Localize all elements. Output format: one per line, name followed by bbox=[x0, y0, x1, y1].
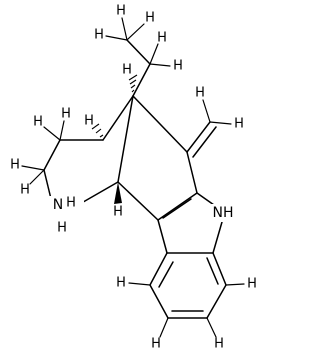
amine-n-label: N bbox=[53, 197, 63, 213]
bond-pyrrole-c2-n bbox=[196, 192, 215, 206]
indole-nh: NH bbox=[208, 204, 238, 222]
bond-benz-1-inner bbox=[158, 261, 174, 288]
bond-bridge-exo bbox=[132, 95, 188, 153]
bond-ethyl-ch3-ch2 bbox=[126, 39, 151, 65]
h-label-c5-stereo: H bbox=[113, 205, 123, 220]
bond-pyrrole-c2-c3 bbox=[157, 192, 198, 221]
bond-ring-n-c5 bbox=[77, 181, 119, 206]
bond-ethyl-ch2-bridge bbox=[132, 63, 151, 97]
bond-benz-4 bbox=[206, 284, 227, 319]
h-label-aromatic-bottom-right: H bbox=[214, 337, 224, 352]
bond-pyrrole-c2-c3-inner bbox=[162, 198, 192, 219]
h-label-aromatic-bottom-left: H bbox=[151, 337, 161, 352]
h-label-ring-a: H bbox=[33, 115, 43, 130]
bond-bridge-c5 bbox=[117, 95, 134, 183]
h-label-methyl-top: H bbox=[116, 4, 126, 19]
indole-nh-label: NH bbox=[213, 205, 234, 221]
bond-benz-5 bbox=[212, 252, 227, 286]
h-label-ch2-right: H bbox=[173, 59, 183, 74]
h-label-aromatic-left: H bbox=[116, 276, 126, 291]
h-label-ring-d: H bbox=[20, 183, 30, 198]
hydrogen-labels: H H H H H H H H H H H H H H H H H H H bbox=[10, 4, 257, 352]
stereo-bonds bbox=[91, 74, 138, 204]
h-label-c1-stereo: H bbox=[84, 114, 94, 129]
hydrogen-bonds bbox=[21, 17, 245, 338]
hashed-bond-c1-h bbox=[91, 123, 104, 138]
h-label-methylene-right: H bbox=[234, 117, 244, 132]
h-label-ring-b: H bbox=[61, 107, 71, 122]
h-label-bridge-stereo: H bbox=[122, 63, 132, 78]
hashed-bond-bridge-h bbox=[128, 74, 138, 93]
bond-c5-c3a bbox=[117, 181, 159, 221]
h-label-n-h: H bbox=[57, 221, 67, 236]
bond-exo-c7a bbox=[186, 151, 198, 194]
h-label-ring-c: H bbox=[10, 158, 20, 173]
bond-benz-1 bbox=[149, 252, 168, 286]
heteroatom-labels: N H NH bbox=[46, 196, 238, 222]
bond-exo-methylene-a bbox=[186, 121, 211, 153]
h-label-methyl-right: H bbox=[145, 11, 155, 26]
bond-pyrrole-n-c7a bbox=[212, 221, 223, 254]
bond-benz-2 bbox=[149, 284, 169, 319]
amine-nitrogen: N H bbox=[46, 196, 84, 214]
bond-pyrrole-c3-c3a bbox=[157, 219, 168, 254]
amine-h-overlap-label: H bbox=[66, 196, 76, 211]
bond-ring-c2-c3 bbox=[43, 139, 61, 171]
bond-benz-5-inner bbox=[206, 257, 219, 285]
molecule-structure-diagram: N H NH H H H H H H H H H H H H H H H H H… bbox=[10, 4, 257, 352]
bond-exo-methylene-b bbox=[192, 126, 217, 158]
bond-bridge-c1 bbox=[102, 95, 134, 141]
h-label-methyl-left: H bbox=[94, 28, 104, 43]
carbon-skeleton bbox=[43, 39, 227, 319]
wedge-bond-c5-h bbox=[114, 182, 122, 204]
h-label-ch2-top: H bbox=[157, 31, 167, 46]
h-label-methylene-top: H bbox=[195, 86, 205, 101]
h-label-aromatic-right: H bbox=[247, 277, 257, 292]
